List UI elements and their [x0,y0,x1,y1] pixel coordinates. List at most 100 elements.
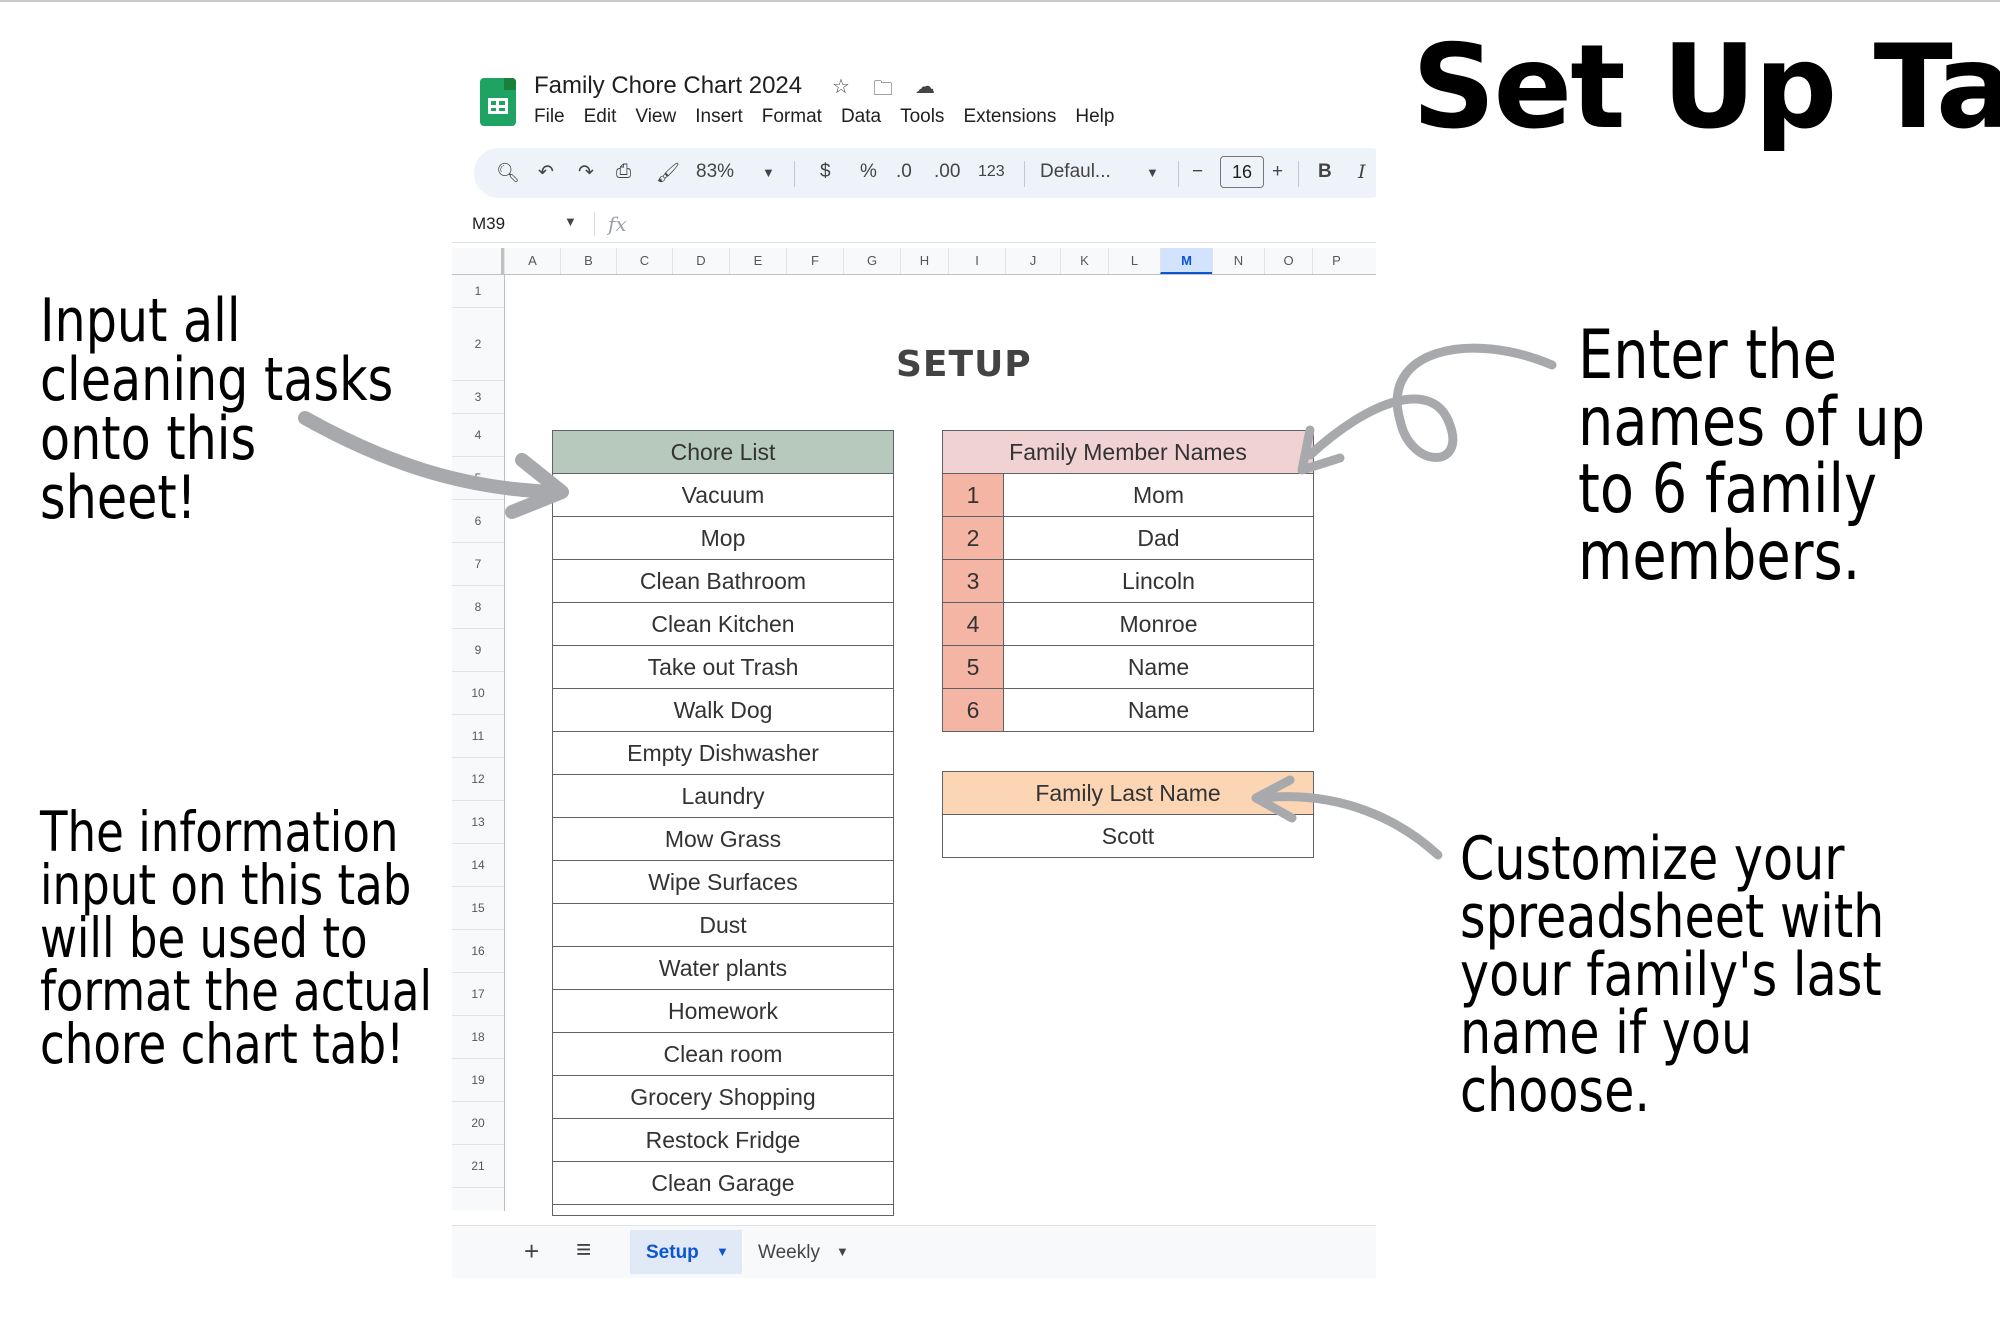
row-header[interactable]: 8 [452,586,504,629]
menu-insert[interactable]: Insert [695,106,743,127]
row-header[interactable]: 14 [452,844,504,887]
column-header-o[interactable]: O [1264,248,1312,274]
move-to-folder-icon[interactable]: 🗀 [873,78,893,100]
annotation-line: onto this [40,404,257,474]
chevron-down-icon[interactable]: ▼ [836,1244,849,1259]
row-header[interactable]: 4 [452,414,504,457]
chore-list-header[interactable]: Chore List [552,430,894,474]
menu-tools[interactable]: Tools [900,106,945,127]
italic-button[interactable]: I [1358,161,1366,183]
row-header[interactable]: 16 [452,930,504,973]
zoom-select[interactable]: 83% [696,161,735,182]
last-name-cell[interactable]: Scott [942,814,1314,858]
column-header-m[interactable]: M [1160,248,1212,274]
row-header[interactable]: 15 [452,887,504,930]
tab-weekly[interactable]: Weekly [758,1242,820,1263]
chore-list-item[interactable] [552,1204,894,1216]
annotation-input-tasks: Input all cleaning tasks onto this sheet… [40,291,393,528]
increase-font-size-icon[interactable]: + [1272,161,1284,182]
font-select[interactable]: Defaul... [1040,161,1111,182]
family-member-name[interactable]: Name [1003,688,1314,732]
annotation-line: Enter the [1578,316,1837,395]
chevron-down-icon[interactable]: ▼ [716,1244,729,1259]
column-header-b[interactable]: B [560,248,616,274]
number-format-button[interactable]: 123 [978,163,1005,180]
menu-format[interactable]: Format [761,106,822,127]
star-icon[interactable]: ☆ [832,76,850,98]
name-box[interactable]: M39 [472,214,506,233]
column-header-p[interactable]: P [1312,248,1360,274]
menu-data[interactable]: Data [840,106,882,127]
font-size-input[interactable]: 16 [1220,156,1264,188]
add-sheet-icon[interactable]: + [524,1236,540,1266]
column-header-h[interactable]: H [900,248,948,274]
annotation-line: Customize your [1460,824,1845,894]
menu-help[interactable]: Help [1075,106,1115,127]
toolbar-divider [1178,161,1179,187]
menu-file[interactable]: File [534,106,565,127]
increase-decimal-button[interactable]: .00 [934,161,961,182]
menu-view[interactable]: View [635,106,677,127]
column-header-k[interactable]: K [1060,248,1108,274]
row-header[interactable]: 7 [452,543,504,586]
chevron-down-icon[interactable]: ▼ [762,165,775,180]
row-header[interactable]: 18 [452,1016,504,1059]
formula-bar: M39 ▼ fx [452,206,1376,243]
menu-edit[interactable]: Edit [583,106,617,127]
arrow-to-chore-list [298,411,567,499]
family-member-number[interactable]: 4 [942,602,1004,646]
row-header[interactable]: 21 [452,1145,504,1188]
column-header-e[interactable]: E [729,248,786,274]
row-header[interactable]: 13 [452,801,504,844]
column-header-g[interactable]: G [843,248,900,274]
percent-button[interactable]: % [860,161,877,182]
row-header[interactable]: 12 [452,758,504,801]
tab-setup-label[interactable]: Setup [646,1242,699,1263]
chore-list-item[interactable]: Mow Grass [552,817,894,861]
family-member-number[interactable]: 3 [942,559,1004,603]
chore-list-item[interactable]: Grocery Shopping [552,1075,894,1119]
row-header[interactable]: 19 [452,1059,504,1102]
row-header[interactable]: 9 [452,629,504,672]
document-title[interactable]: Family Chore Chart 2024 [534,72,803,99]
column-header-n[interactable]: N [1212,248,1264,274]
paint-format-icon[interactable]: 🖌︎ [656,163,681,184]
chore-list-item[interactable]: Homework [552,989,894,1033]
decrease-font-size-icon[interactable]: − [1192,161,1204,182]
row-header[interactable]: 10 [452,672,504,715]
column-header-i[interactable]: I [948,248,1005,274]
column-header-l[interactable]: L [1108,248,1160,274]
column-header-a[interactable]: A [504,248,560,274]
column-header-c[interactable]: C [616,248,672,274]
row-header[interactable]: 17 [452,973,504,1016]
bold-button[interactable]: B [1318,161,1332,182]
search-icon[interactable]: 🔍︎ [496,163,521,184]
row-header[interactable]: 11 [452,715,504,758]
row-header[interactable]: 6 [452,500,504,543]
family-member-number[interactable]: 6 [942,688,1004,732]
select-all-corner[interactable] [452,248,504,274]
row-header[interactable]: 3 [452,381,504,414]
column-header-d[interactable]: D [672,248,729,274]
chevron-down-icon[interactable]: ▼ [564,214,577,229]
tab-setup[interactable] [630,1230,742,1274]
annotation-line: input on this tab [40,853,412,917]
family-member-number[interactable]: 5 [942,645,1004,689]
last-name-header[interactable]: Family Last Name [942,771,1314,815]
column-header-j[interactable]: J [1005,248,1060,274]
decrease-decimal-button[interactable]: .0 [896,161,912,182]
row-header[interactable]: 20 [452,1102,504,1145]
row-header[interactable]: 1 [452,275,504,308]
chevron-down-icon[interactable]: ▼ [1146,165,1159,180]
currency-button[interactable]: $ [820,161,831,182]
family-names-header[interactable]: Family Member Names [942,430,1314,474]
all-sheets-icon[interactable]: ≡ [576,1234,592,1264]
cloud-saved-icon[interactable]: ☁ [915,76,935,98]
print-icon[interactable]: ⎙ [616,161,632,182]
redo-icon[interactable]: ↷ [578,162,594,183]
sheets-logo-icon[interactable] [480,78,516,126]
undo-icon[interactable]: ↶ [538,162,554,183]
column-header-f[interactable]: F [786,248,843,274]
row-header[interactable]: 2 [452,308,504,381]
menu-extensions[interactable]: Extensions [963,106,1057,127]
